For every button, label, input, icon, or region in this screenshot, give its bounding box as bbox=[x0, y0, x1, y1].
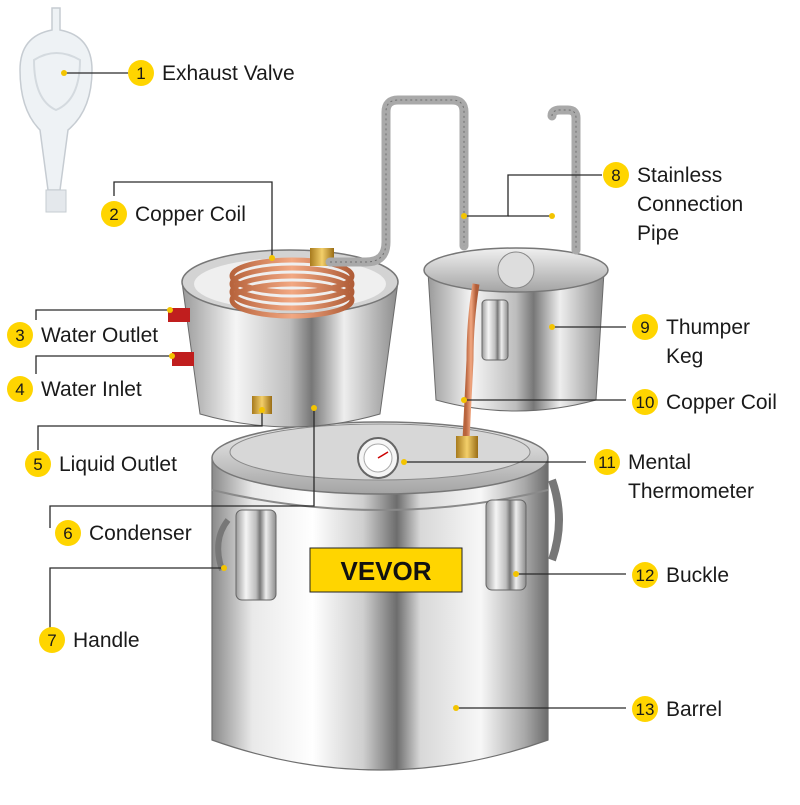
callout-label: Water Outlet bbox=[41, 324, 158, 347]
callout-label: Buckle bbox=[666, 564, 729, 587]
callout-label: Liquid Outlet bbox=[59, 453, 177, 476]
callout-number: 10 bbox=[636, 393, 655, 412]
callout-label: Pipe bbox=[637, 222, 679, 245]
callout-label: Thermometer bbox=[628, 480, 754, 503]
callout-label: Condenser bbox=[89, 522, 192, 545]
callout-5: 5 Liquid Outlet bbox=[25, 451, 177, 477]
callout-number: 5 bbox=[33, 455, 42, 474]
callout-badge bbox=[632, 562, 658, 588]
callout-4: 4 Water Inlet bbox=[7, 376, 142, 402]
callout-7: 7 Handle bbox=[39, 627, 140, 653]
callout-label: Exhaust Valve bbox=[162, 62, 295, 85]
callout-badge bbox=[39, 627, 65, 653]
callout-number: 3 bbox=[15, 326, 24, 345]
callout-badge bbox=[25, 451, 51, 477]
callout-label: Handle bbox=[73, 629, 140, 652]
callout-number: 8 bbox=[611, 166, 620, 185]
callout-badge bbox=[632, 314, 658, 340]
callout-number: 13 bbox=[636, 700, 655, 719]
callout-badge bbox=[632, 696, 658, 722]
callout-2: 2 Copper Coil bbox=[101, 201, 246, 227]
vevor-logo: VEVOR bbox=[340, 556, 431, 586]
callout-badge bbox=[594, 449, 620, 475]
thumper-keg-illustration bbox=[423, 247, 609, 458]
callout-label: Copper Coil bbox=[666, 391, 777, 414]
handle-right-illustration bbox=[485, 478, 563, 591]
callout-label: Keg bbox=[666, 345, 703, 368]
handle-left-illustration bbox=[215, 509, 277, 601]
callout-label: Connection bbox=[637, 193, 743, 216]
callout-number: 7 bbox=[47, 631, 56, 650]
callout-badge bbox=[55, 520, 81, 546]
callout-12: 12 Buckle bbox=[632, 562, 729, 588]
callout-number: 6 bbox=[63, 524, 72, 543]
callout-10: 10 Copper Coil bbox=[632, 389, 777, 415]
callout-label: Stainless bbox=[637, 164, 722, 187]
callout-1: 1 Exhaust Valve bbox=[128, 60, 295, 86]
callout-badge bbox=[603, 162, 629, 188]
callout-label: Thumper bbox=[666, 316, 750, 339]
exhaust-valve-illustration bbox=[19, 7, 93, 213]
connection-pipe-illustration bbox=[325, 95, 581, 267]
callout-badge bbox=[101, 201, 127, 227]
condenser-illustration bbox=[168, 248, 399, 428]
callout-badge bbox=[128, 60, 154, 86]
callout-label: Mental bbox=[628, 451, 691, 474]
connection-pipe-texture bbox=[330, 99, 577, 263]
callout-number: 9 bbox=[640, 318, 649, 337]
leader-lines bbox=[35, 70, 626, 711]
callout-label: Barrel bbox=[666, 698, 722, 721]
callout-number: 12 bbox=[636, 566, 655, 585]
callout-6: 6 Condenser bbox=[55, 520, 192, 546]
callout-label: Copper Coil bbox=[135, 203, 246, 226]
callout-13: 13 Barrel bbox=[632, 696, 722, 722]
callout-number: 1 bbox=[136, 64, 145, 83]
callout-badge bbox=[7, 322, 33, 348]
callout-label: Water Inlet bbox=[41, 378, 142, 401]
callout-3: 3 Water Outlet bbox=[7, 322, 158, 348]
barrel-illustration: VEVOR bbox=[211, 421, 549, 771]
callout-badge bbox=[632, 389, 658, 415]
callout-number: 2 bbox=[109, 205, 118, 224]
callout-number: 4 bbox=[15, 380, 24, 399]
callout-badge bbox=[7, 376, 33, 402]
callout-number: 11 bbox=[598, 453, 616, 472]
